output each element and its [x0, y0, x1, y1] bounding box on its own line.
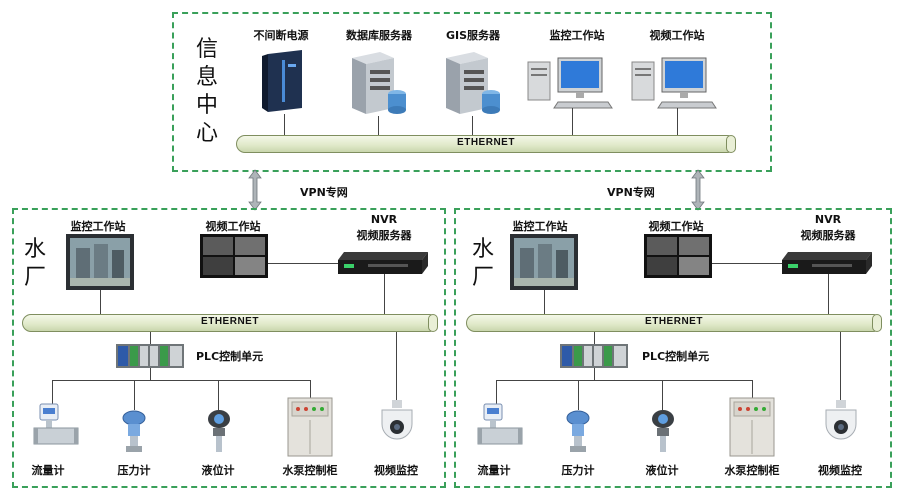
plant-right-line-monitor	[544, 290, 545, 314]
plant-left-video-label: 视频工作站	[205, 220, 261, 233]
plant-right-line-video-nvr	[712, 263, 782, 264]
drop-line-video	[677, 108, 678, 136]
ethernet-bus-label: ETHERNET	[645, 316, 703, 327]
plant-right-plc-label: PLC控制单元	[642, 350, 710, 363]
plant-left-line-video-nvr	[268, 263, 338, 264]
plant-left-nvr-label-2: 视频服务器	[356, 229, 412, 242]
plant-right-line-plc	[594, 332, 595, 344]
vpn-label-right: VPN专网	[607, 186, 655, 199]
plant-left-monitor-label: 监控工作站	[70, 220, 126, 233]
double-arrow-icon	[248, 169, 262, 211]
plc-icon	[560, 344, 628, 368]
plant-left-line-plc-down	[150, 368, 151, 380]
drop-line-gis	[472, 116, 473, 136]
plant-right-monitor-label: 监控工作站	[512, 220, 568, 233]
plant-left-flow-label: 流量计	[31, 464, 65, 477]
ethernet-bus-left: ETHERNET	[22, 314, 438, 332]
plant-left-line-cam	[396, 332, 397, 400]
plant-left-title: 水厂	[24, 237, 47, 290]
ethernet-bus-right: ETHERNET	[466, 314, 882, 332]
plant-left-drop-level	[218, 380, 219, 410]
plant-left-drop-flow	[52, 380, 53, 404]
plant-right-drop-level	[662, 380, 663, 410]
info-center-region	[172, 12, 772, 172]
plant-right-pressure-label: 压力计	[561, 464, 595, 477]
plant-left-level-label: 液位计	[201, 464, 235, 477]
plant-right-title: 水厂	[472, 237, 495, 290]
control-cabinet-icon	[287, 397, 333, 457]
device-label-video-ws: 视频工作站	[649, 29, 705, 42]
plant-left-plc-label: PLC控制单元	[196, 350, 264, 363]
flowmeter-icon	[477, 403, 523, 445]
plant-right-camera-label: 视频监控	[818, 464, 862, 477]
plant-right-nvr-label-2: 视频服务器	[800, 229, 856, 242]
pressure-transmitter-icon	[566, 410, 590, 452]
plant-right-flow-label: 流量计	[477, 464, 511, 477]
device-label-db-server: 数据库服务器	[346, 29, 412, 42]
device-label-gis-server: GIS服务器	[445, 29, 501, 42]
plant-left-nvr-label-1: NVR	[370, 213, 398, 226]
vpn-label-left: VPN专网	[300, 186, 348, 199]
monitor-screen-icon	[644, 234, 712, 278]
double-arrow-icon	[691, 169, 705, 211]
dome-camera-icon	[381, 400, 413, 440]
plant-left-camera-label: 视频监控	[374, 464, 418, 477]
plant-left-line-nvr	[384, 274, 385, 314]
plant-left-line-plc	[150, 332, 151, 344]
plant-left-field-bus	[52, 380, 310, 381]
server-icon	[446, 52, 500, 114]
control-cabinet-icon	[729, 397, 775, 457]
plc-icon	[116, 344, 184, 368]
drop-line-ups	[284, 114, 285, 136]
drop-line-db	[378, 116, 379, 136]
desktop-computer-icon	[631, 57, 717, 109]
device-label-monitor-ws: 监控工作站	[549, 29, 605, 42]
drop-line-monitor	[572, 108, 573, 136]
plant-right-nvr-label-1: NVR	[814, 213, 842, 226]
flowmeter-icon	[33, 403, 79, 445]
nvr-recorder-icon	[338, 252, 428, 274]
device-label-ups: 不间断电源	[253, 29, 309, 42]
ethernet-bus-center: ETHERNET	[236, 135, 736, 153]
monitor-screen-icon	[66, 234, 134, 290]
level-transmitter-icon	[652, 410, 674, 452]
plant-right-line-nvr	[828, 274, 829, 314]
level-transmitter-icon	[208, 410, 230, 452]
info-center-title: 信息中心	[196, 37, 219, 146]
plant-right-field-bus	[496, 380, 752, 381]
ethernet-bus-label: ETHERNET	[201, 316, 259, 327]
plant-left-drop-pressure	[134, 380, 135, 410]
desktop-computer-icon	[527, 57, 613, 109]
plant-right-video-label: 视频工作站	[648, 220, 704, 233]
server-icon	[352, 52, 406, 114]
plant-left-pressure-label: 压力计	[117, 464, 151, 477]
ups-icon	[262, 50, 302, 112]
plant-right-level-label: 液位计	[645, 464, 679, 477]
plant-left-drop-cabinet	[310, 380, 311, 398]
plant-right-drop-pressure	[578, 380, 579, 410]
plant-right-line-plc-down	[594, 368, 595, 380]
water-plant-right-region	[454, 208, 892, 488]
plant-left-cabinet-label: 水泵控制柜	[282, 464, 338, 477]
plant-right-drop-flow	[496, 380, 497, 404]
monitor-screen-icon	[510, 234, 578, 290]
plant-right-drop-cabinet	[752, 380, 753, 398]
plant-right-line-cam	[840, 332, 841, 400]
nvr-recorder-icon	[782, 252, 872, 274]
ethernet-bus-label: ETHERNET	[457, 137, 515, 148]
water-plant-left-region	[12, 208, 446, 488]
monitor-screen-icon	[200, 234, 268, 278]
plant-left-line-monitor	[100, 290, 101, 314]
pressure-transmitter-icon	[122, 410, 146, 452]
dome-camera-icon	[825, 400, 857, 440]
plant-right-cabinet-label: 水泵控制柜	[724, 464, 780, 477]
